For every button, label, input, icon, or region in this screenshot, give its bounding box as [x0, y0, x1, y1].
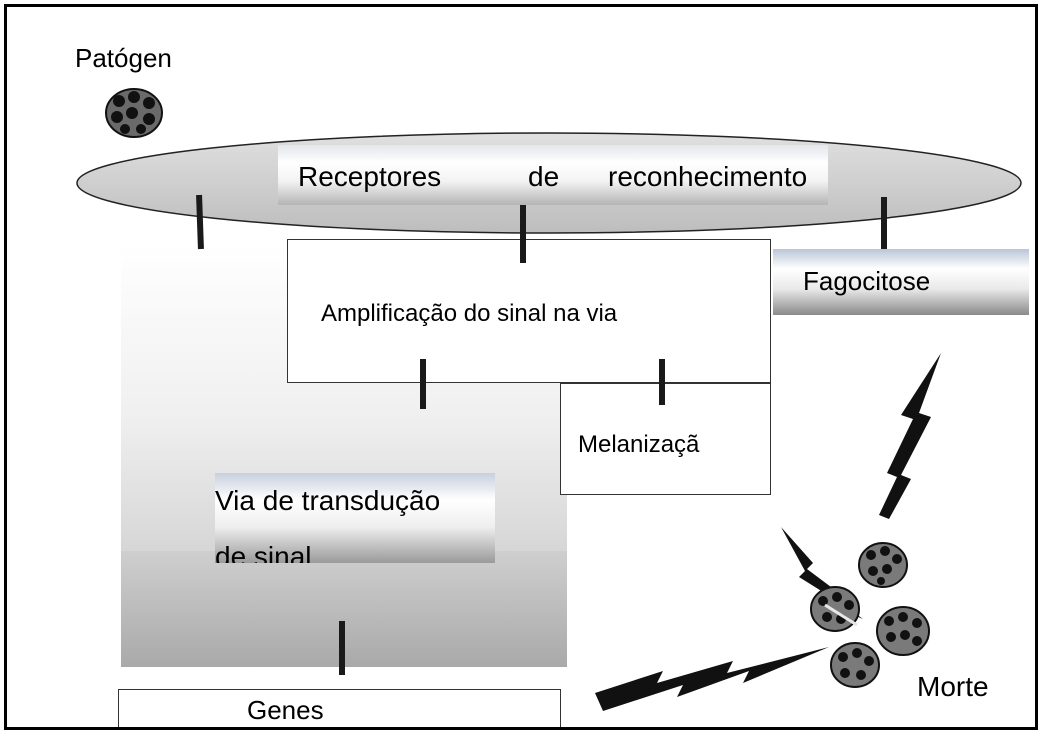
connector-amp-transduction [420, 359, 426, 409]
dying-pathogen-cluster [810, 542, 930, 688]
death-label: Morte [917, 671, 989, 702]
lightning-bolt-icon [595, 647, 829, 711]
transduction-tag: Via de transdução de sinal [215, 473, 495, 563]
receptors-word-3: reconhecimento [608, 161, 808, 192]
pathogen-cell-icon [876, 606, 930, 656]
connector-receptor-right [881, 197, 887, 249]
genes-box: Genes [118, 689, 561, 727]
receptors-word-1: Receptores [298, 161, 442, 192]
pathogen-cell-icon [105, 88, 163, 138]
pathogen-cell-icon [830, 642, 880, 688]
connector-amp-melanization [659, 359, 665, 405]
transduction-label-line2: de sinal [215, 541, 312, 563]
pathogen-cell-icon [810, 586, 860, 632]
melanization-box: Melanizaçã [560, 383, 771, 495]
genes-label: Genes [247, 695, 324, 725]
diagram-frame: Receptores de reconhecimento Amplificaçã… [4, 4, 1038, 730]
connector-transduction-genes [339, 621, 345, 675]
receptors-word-2: de [528, 161, 560, 192]
pathogen-cell-icon [858, 542, 908, 588]
phagocytosis-tag: Fagocitose [773, 249, 1029, 315]
melanization-label: Melanizaçã [578, 431, 700, 458]
transduction-label-line1: Via de transdução [215, 485, 441, 516]
receptors-tag: Receptores de reconhecimento [278, 145, 828, 205]
pathogen-label: Patógen [75, 43, 172, 73]
amplification-label: Amplificação do sinal na via [321, 300, 618, 327]
amplification-box: Amplificação do sinal na via [287, 239, 771, 383]
connector-receptor-center [520, 205, 526, 263]
lightning-bolt-icon [879, 353, 941, 519]
phagocytosis-label: Fagocitose [803, 266, 931, 296]
